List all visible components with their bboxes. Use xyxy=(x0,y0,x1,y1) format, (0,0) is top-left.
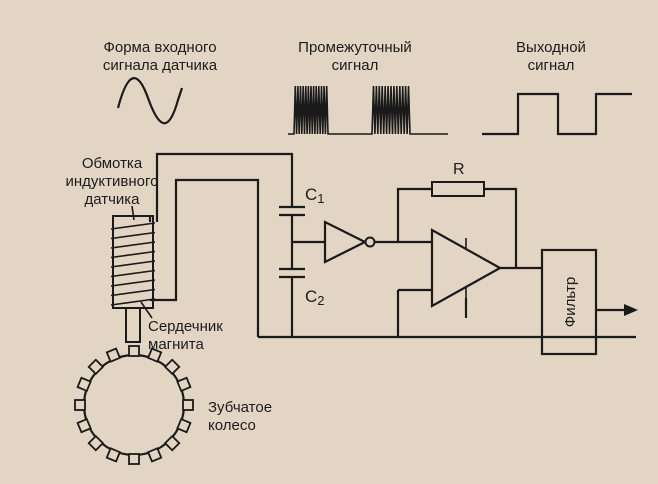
output-waveform-title-line1: Выходной xyxy=(516,39,586,56)
wheel-tooth xyxy=(76,376,92,393)
input-waveform-title-line2: сигнала датчика xyxy=(103,57,218,74)
wheel-tooth xyxy=(87,434,105,452)
input-waveform-title-line1: Форма входного xyxy=(103,39,216,56)
intermediate-waveform-title-line1: Промежуточный xyxy=(298,39,412,56)
op-amp xyxy=(430,228,503,308)
sine-waveform xyxy=(116,77,184,125)
coil-pointer xyxy=(131,205,135,221)
filter-label: Фильтр xyxy=(562,277,579,327)
wheel-tooth xyxy=(176,376,192,393)
wheel-tooth xyxy=(87,358,105,376)
magnet-core xyxy=(125,307,141,343)
inductive-coil xyxy=(110,215,156,309)
square-waveform xyxy=(482,92,632,136)
wire-coil-return xyxy=(150,178,260,337)
core-label-line1: Сердечник xyxy=(148,318,223,335)
resistor-r xyxy=(431,181,485,197)
filter-block xyxy=(540,248,598,356)
wheel-tooth xyxy=(128,453,140,465)
coil-label-line1: Обмотка xyxy=(82,155,143,172)
c1-label: C1 xyxy=(305,185,325,206)
toothed-wheel xyxy=(74,345,194,465)
wire-coil-to-c1 xyxy=(155,152,294,222)
wire-feedback-right xyxy=(484,187,518,268)
wire-opamp-ref xyxy=(396,288,432,337)
wheel-tooth xyxy=(105,347,122,363)
wheel-label-line2: колесо xyxy=(208,417,256,434)
wheel-tooth xyxy=(182,399,194,411)
wheel-label-line1: Зубчатое xyxy=(208,399,272,416)
capacitor-c1 xyxy=(279,205,305,217)
coil-label-line3: датчика xyxy=(84,191,140,208)
wheel-tooth xyxy=(128,345,140,357)
intermediate-waveform-title-line2: сигнал xyxy=(332,57,379,74)
wheel-tooth xyxy=(163,358,181,376)
wheel-tooth xyxy=(146,447,163,463)
resistor-label: R xyxy=(453,161,465,178)
c2-label: C2 xyxy=(305,287,325,308)
output-waveform-title-line2: сигнал xyxy=(528,57,575,74)
wire-feedback-left xyxy=(396,187,432,242)
wheel-tooth xyxy=(146,347,163,363)
wheel-tooth xyxy=(176,417,192,434)
burst-waveform xyxy=(288,85,448,135)
inverter-gate xyxy=(323,220,376,264)
wheel-tooth xyxy=(76,417,92,434)
wheel-tooth xyxy=(163,434,181,452)
capacitor-c2 xyxy=(279,267,305,279)
core-pointer xyxy=(140,301,153,319)
wheel-tooth xyxy=(105,447,122,463)
output-arrow-icon xyxy=(624,304,638,316)
wheel-tooth xyxy=(74,399,86,411)
coil-label-line2: индуктивного xyxy=(66,173,159,190)
core-label-line2: магнита xyxy=(148,336,204,353)
